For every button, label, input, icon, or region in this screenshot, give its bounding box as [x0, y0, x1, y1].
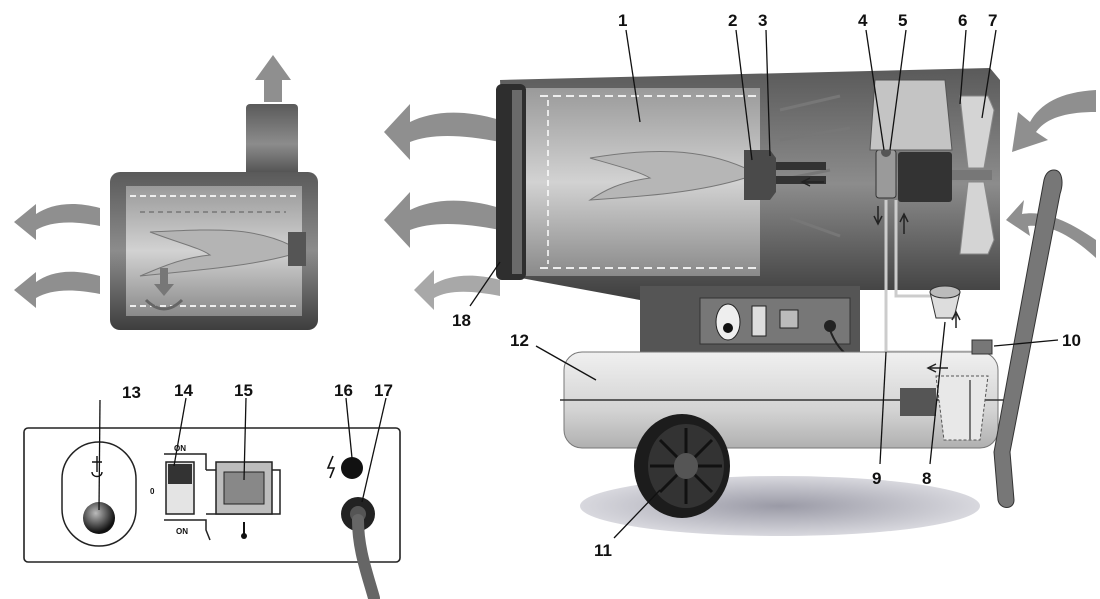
- callout-6: 6: [958, 11, 967, 30]
- callout-14: 14: [174, 381, 193, 400]
- air-intake-arrow-2: [1006, 200, 1096, 258]
- main-heater: [384, 68, 1096, 536]
- small-outflow-arrow-1: [14, 203, 100, 240]
- callout-11: 11: [594, 541, 612, 560]
- small-outflow-arrow-2: [14, 271, 100, 308]
- motor: [898, 152, 952, 202]
- callout-7: 7: [988, 11, 997, 30]
- handle: [993, 169, 1063, 508]
- leader-lines: [98, 29, 1059, 539]
- callout-4: 4: [858, 11, 868, 30]
- switch-label-middle: 0: [150, 487, 155, 496]
- lightning-icon: [326, 455, 336, 479]
- control-panel-detail: ON 0 ON: [23, 427, 401, 599]
- callout-5: 5: [898, 11, 907, 30]
- main-flame: [588, 150, 746, 201]
- callout-12: 12: [510, 331, 529, 350]
- warning-lamp: [341, 457, 363, 479]
- main-outflow-arrow-1: [384, 104, 500, 160]
- exhaust-up-arrow: [255, 55, 291, 102]
- callout-10: 10: [1062, 331, 1081, 350]
- callout-2: 2: [728, 11, 737, 30]
- switch-label-bottom: ON: [176, 527, 188, 536]
- main-outflow-arrow-2: [384, 192, 500, 248]
- callout-3: 3: [758, 11, 767, 30]
- chimney: [246, 104, 298, 184]
- callout-18: 18: [452, 311, 471, 330]
- main-outflow-arrow-3: [414, 270, 500, 310]
- thermostat-knob: [83, 502, 115, 534]
- power-cord: [352, 514, 380, 599]
- callout-15: 15: [234, 381, 253, 400]
- fuel-cap: [971, 339, 993, 355]
- fan: [952, 95, 995, 255]
- small-flame: [139, 229, 291, 277]
- callout-numbers: 1 2 3 4 5 6 7 8 9 10 11 12 13 14 15 16 1…: [122, 11, 1081, 560]
- callout-16: 16: [334, 381, 353, 400]
- callout-9: 9: [872, 469, 881, 488]
- callout-13: 13: [122, 383, 141, 402]
- thermostat-icon: [91, 456, 103, 478]
- callout-1: 1: [618, 11, 627, 30]
- callout-8: 8: [922, 469, 931, 488]
- switch-label-top: ON: [174, 444, 186, 453]
- fuel-pump: [875, 149, 897, 199]
- air-intake-arrow-1: [1012, 90, 1096, 152]
- callout-17: 17: [374, 381, 393, 400]
- small-heater-section: [14, 55, 318, 330]
